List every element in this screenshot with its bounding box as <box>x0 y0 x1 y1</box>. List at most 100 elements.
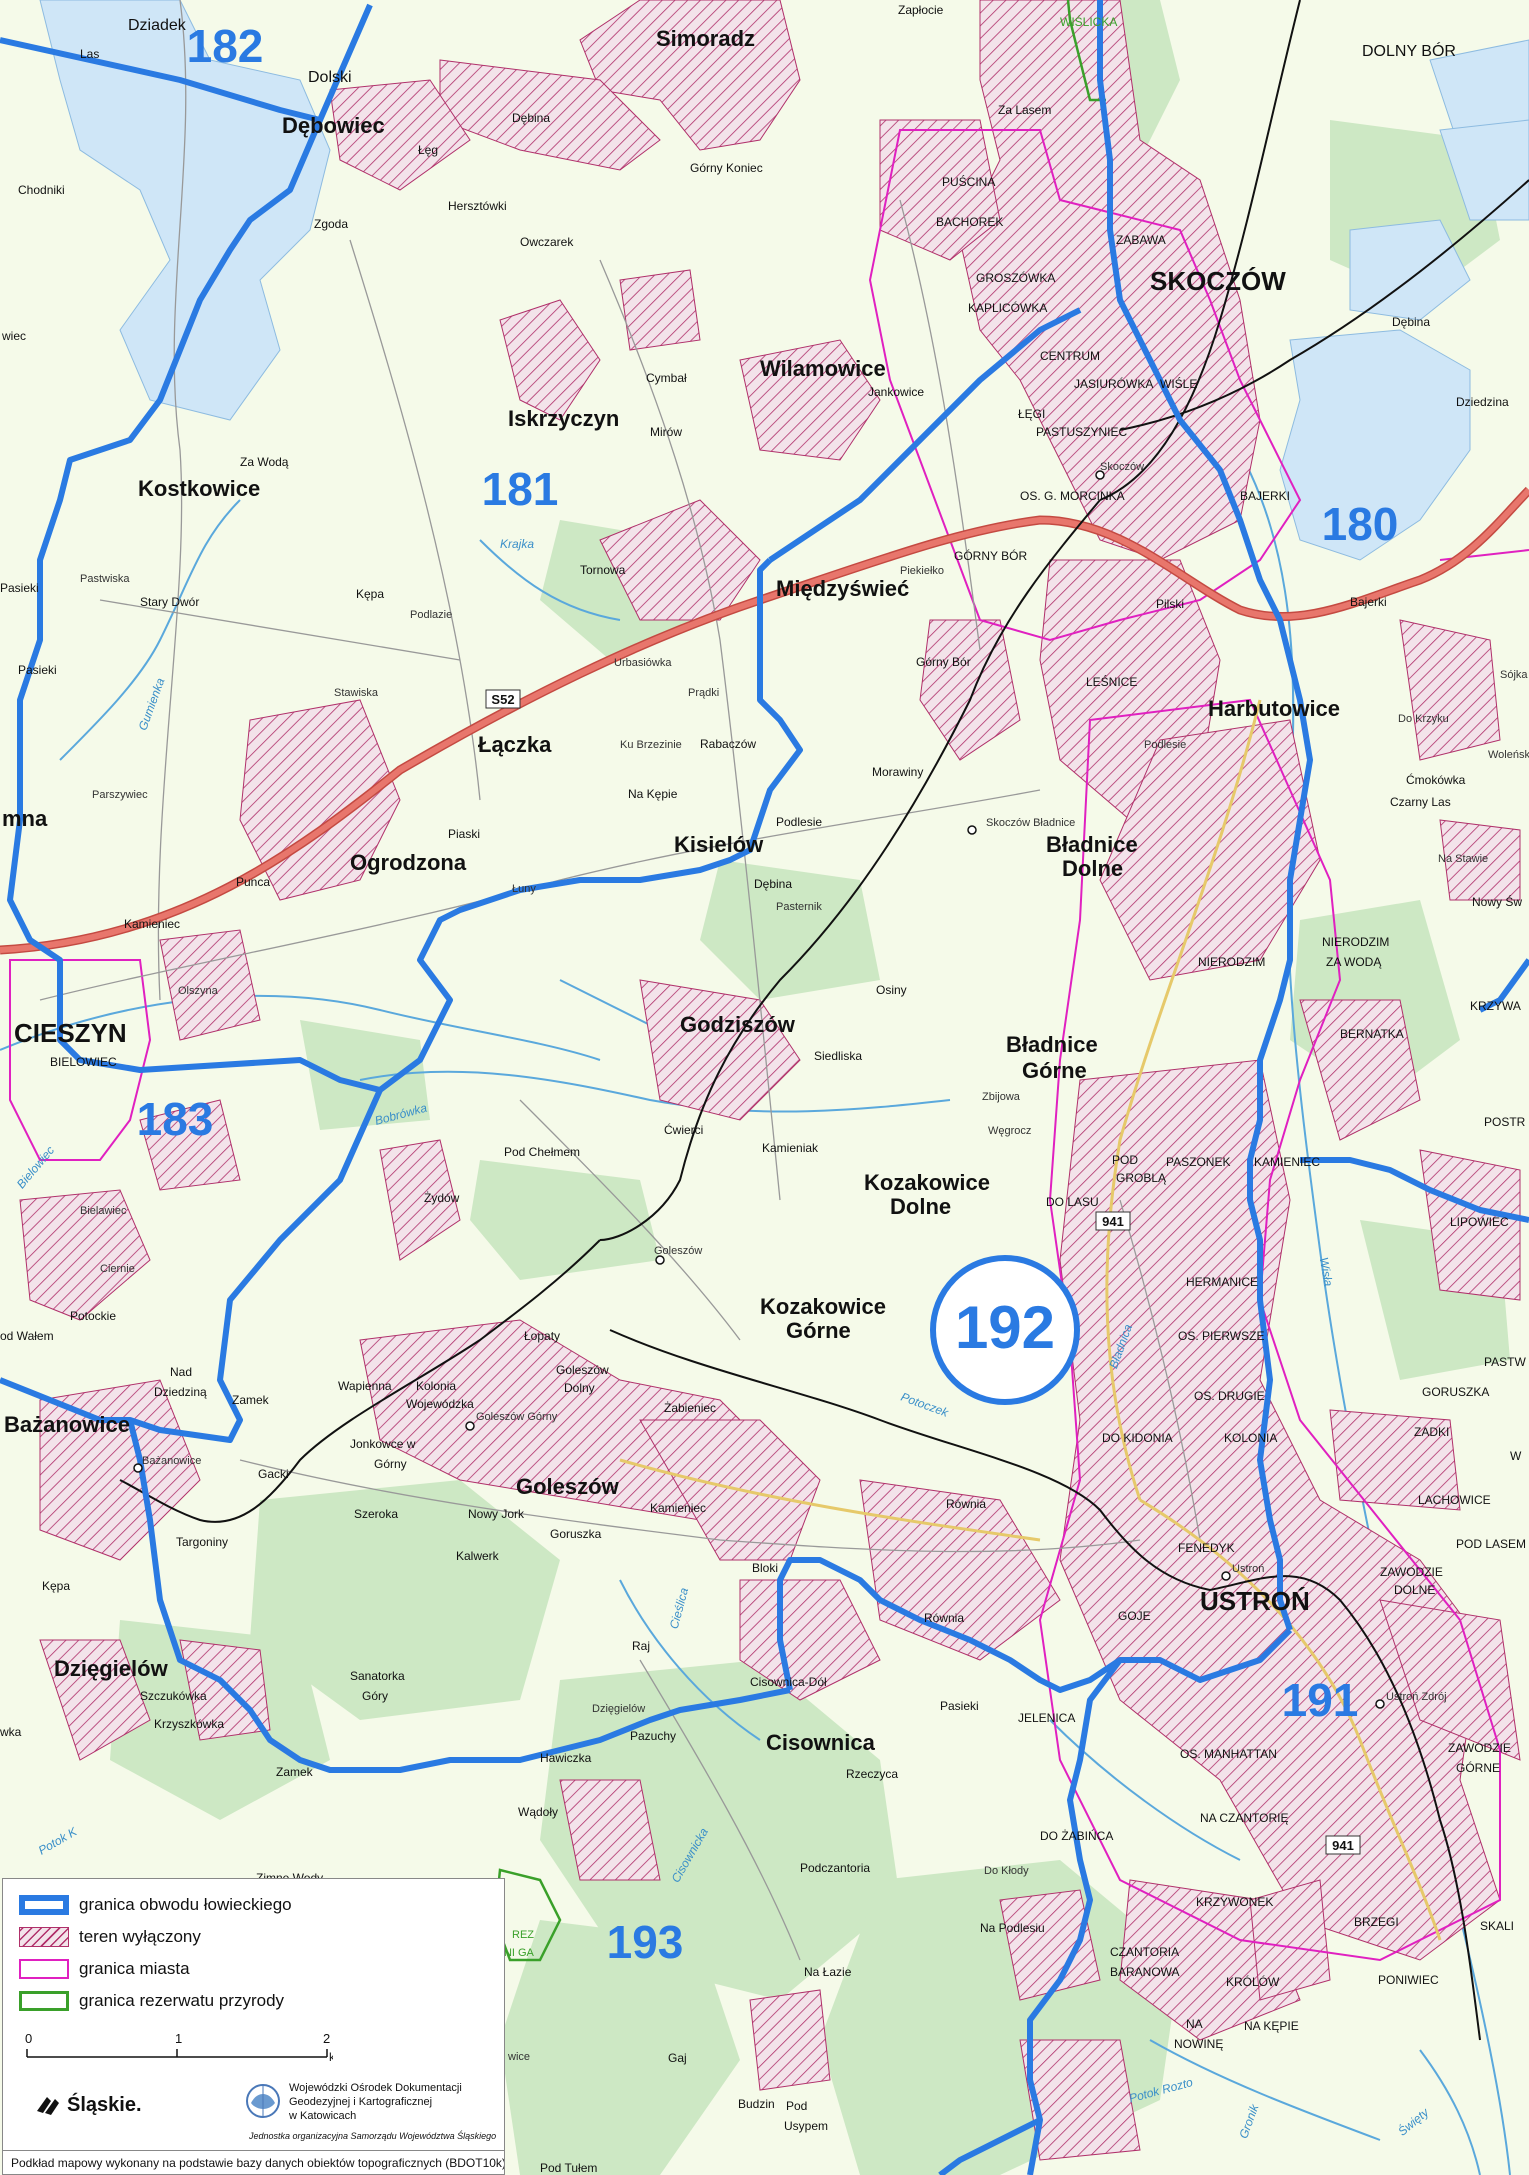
place-label: Bładnice <box>1006 1032 1098 1057</box>
wodgik-logo-icon <box>246 2084 280 2118</box>
place-label: Jankowice <box>868 385 924 399</box>
place-label: Węgrocz <box>988 1125 1031 1137</box>
legend-item-hunting-border: granica obwodu łowieckiego <box>19 1891 292 1919</box>
place-label: GORUSZKA <box>1422 1385 1489 1399</box>
place-label: Górny <box>374 1457 407 1471</box>
place-label: Łuny <box>512 883 536 895</box>
place-label: Dziadek <box>128 17 187 34</box>
scale-bar: 0 1 2 km <box>25 2031 333 2064</box>
place-label: Parszywiec <box>92 789 148 801</box>
place-label: Cisownica <box>766 1730 876 1755</box>
place-label: Zgoda <box>314 217 348 231</box>
place-label: JASIURÓWKA <box>1074 376 1153 391</box>
place-label: Dolne <box>890 1194 951 1219</box>
place-label: ZA WODĄ <box>1326 955 1382 969</box>
place-label: FENEDYK <box>1178 1541 1235 1555</box>
road-sign-941-north: 941 <box>1102 1214 1124 1229</box>
place-label: PUŚCINA <box>942 174 995 189</box>
place-label: KAMIENIEC <box>1254 1155 1320 1169</box>
place-label: Krzyszkówka <box>154 1717 224 1731</box>
place-label: Górny Koniec <box>690 161 763 175</box>
place-label: JELENICA <box>1018 1711 1075 1725</box>
place-label: Dębowiec <box>282 113 385 138</box>
place-label: Tornowa <box>580 563 626 577</box>
place-label: wiec <box>1 329 26 343</box>
slaskie-logo-text: Śląskie. <box>67 2093 142 2116</box>
place-label: Czarny Las <box>1390 795 1451 809</box>
place-label: Kozakowice <box>760 1294 886 1319</box>
place-label: KAPLICÓWKA <box>968 300 1047 315</box>
place-label: NA CZANTORIĘ <box>1200 1811 1288 1825</box>
place-label: BACHOREK <box>936 215 1003 229</box>
place-label: Dolne <box>1062 856 1123 881</box>
place-label: Osiny <box>876 983 907 997</box>
place-label: PASTUSZYNIEC <box>1036 425 1127 439</box>
place-label: WIŚLE <box>1160 376 1197 391</box>
place-label: Ciernie <box>100 1263 135 1275</box>
place-label: Pod <box>786 2099 807 2113</box>
place-label: CZANTORIA <box>1110 1945 1179 1959</box>
place-label: Równia <box>924 1611 964 1625</box>
place-label: Piaski <box>448 827 480 841</box>
place-label: BERNATKA <box>1340 1027 1404 1041</box>
district-192-number: 192 <box>955 1294 1055 1361</box>
place-label: ZADKI <box>1414 1425 1449 1439</box>
place-label: ZAWODZIE <box>1448 1741 1511 1755</box>
excluded-areas <box>19 0 1521 2161</box>
place-label: Dzięgielów <box>54 1656 169 1681</box>
place-label: Dębina <box>1392 315 1430 329</box>
legend-item-excluded-area: teren wyłączony <box>19 1923 201 1951</box>
road-signs: S52 941 941 <box>485 689 1361 1855</box>
station-markers <box>133 470 1385 1709</box>
place-label: Hersztówki <box>448 199 507 213</box>
place-label: Górny Bór <box>916 655 971 669</box>
place-label: ŁĘGI <box>1018 407 1045 421</box>
place-label: Owczarek <box>520 235 574 249</box>
place-label: Górne <box>786 1318 851 1343</box>
place-label: GÓRNY BÓR <box>954 548 1027 563</box>
place-label: LEŚNICE <box>1086 674 1137 689</box>
map-legend: granica obwodu łowieckiego teren wyłączo… <box>2 1878 505 2175</box>
place-label: DOLNE <box>1394 1583 1435 1597</box>
place-label: Na Podlesiu <box>980 1921 1045 1935</box>
place-label: Sanatorka <box>350 1669 405 1683</box>
place-label: Budzin <box>738 2097 775 2111</box>
station-label: Ustroń Zdrój <box>1386 1691 1447 1703</box>
place-label: Łączka <box>478 732 552 757</box>
place-label: Podlesie <box>1144 739 1186 751</box>
place-label: Siedliska <box>814 1049 862 1063</box>
place-label: DOLNY BÓR <box>1362 41 1456 60</box>
place-label: Szeroka <box>354 1507 398 1521</box>
slaskie-logo: Śląskie. <box>33 2091 142 2119</box>
place-label: Dolny <box>564 1381 595 1395</box>
place-label: ZAWODZIE <box>1380 1565 1443 1579</box>
legend-swatch <box>19 1959 69 1979</box>
place-label: Dębina <box>512 111 550 125</box>
place-label: Wilamowice <box>760 356 886 381</box>
district-192-badge: 192 <box>930 1255 1080 1405</box>
place-label: REZ <box>512 1929 534 1941</box>
place-label: BAJERKI <box>1240 489 1290 503</box>
place-label: Piekiełko <box>900 565 944 577</box>
wodgik-logo: Wojewódzki Ośrodek Dokumentacji Geodezyj… <box>243 2081 503 2143</box>
place-label: Szczukówka <box>140 1689 207 1703</box>
place-label: Ćwierci <box>664 1122 703 1137</box>
place-label: Kamieniec <box>650 1501 706 1515</box>
place-label: KRZYWONEK <box>1196 1895 1273 1909</box>
legend-swatch <box>19 1991 69 2011</box>
station-label: Dzięgielów <box>592 1703 645 1715</box>
place-label: Punca <box>236 875 270 889</box>
place-label: Do Krzyku <box>1398 713 1449 725</box>
place-label: Wojewódzka <box>406 1397 474 1411</box>
scale-tick-1: 1 <box>175 2031 182 2046</box>
place-label: Kisielów <box>674 832 764 857</box>
place-label: NA KĘPIE <box>1244 2019 1299 2033</box>
place-label: LACHOWICE <box>1418 1493 1491 1507</box>
road-sign-941-south: 941 <box>1332 1838 1354 1853</box>
place-label: Rabaczów <box>700 737 756 751</box>
place-label: Kalwerk <box>456 1549 500 1563</box>
place-label: Targoniny <box>176 1535 228 1549</box>
place-label: W <box>1510 1449 1522 1463</box>
place-label: Pazuchy <box>630 1729 676 1743</box>
